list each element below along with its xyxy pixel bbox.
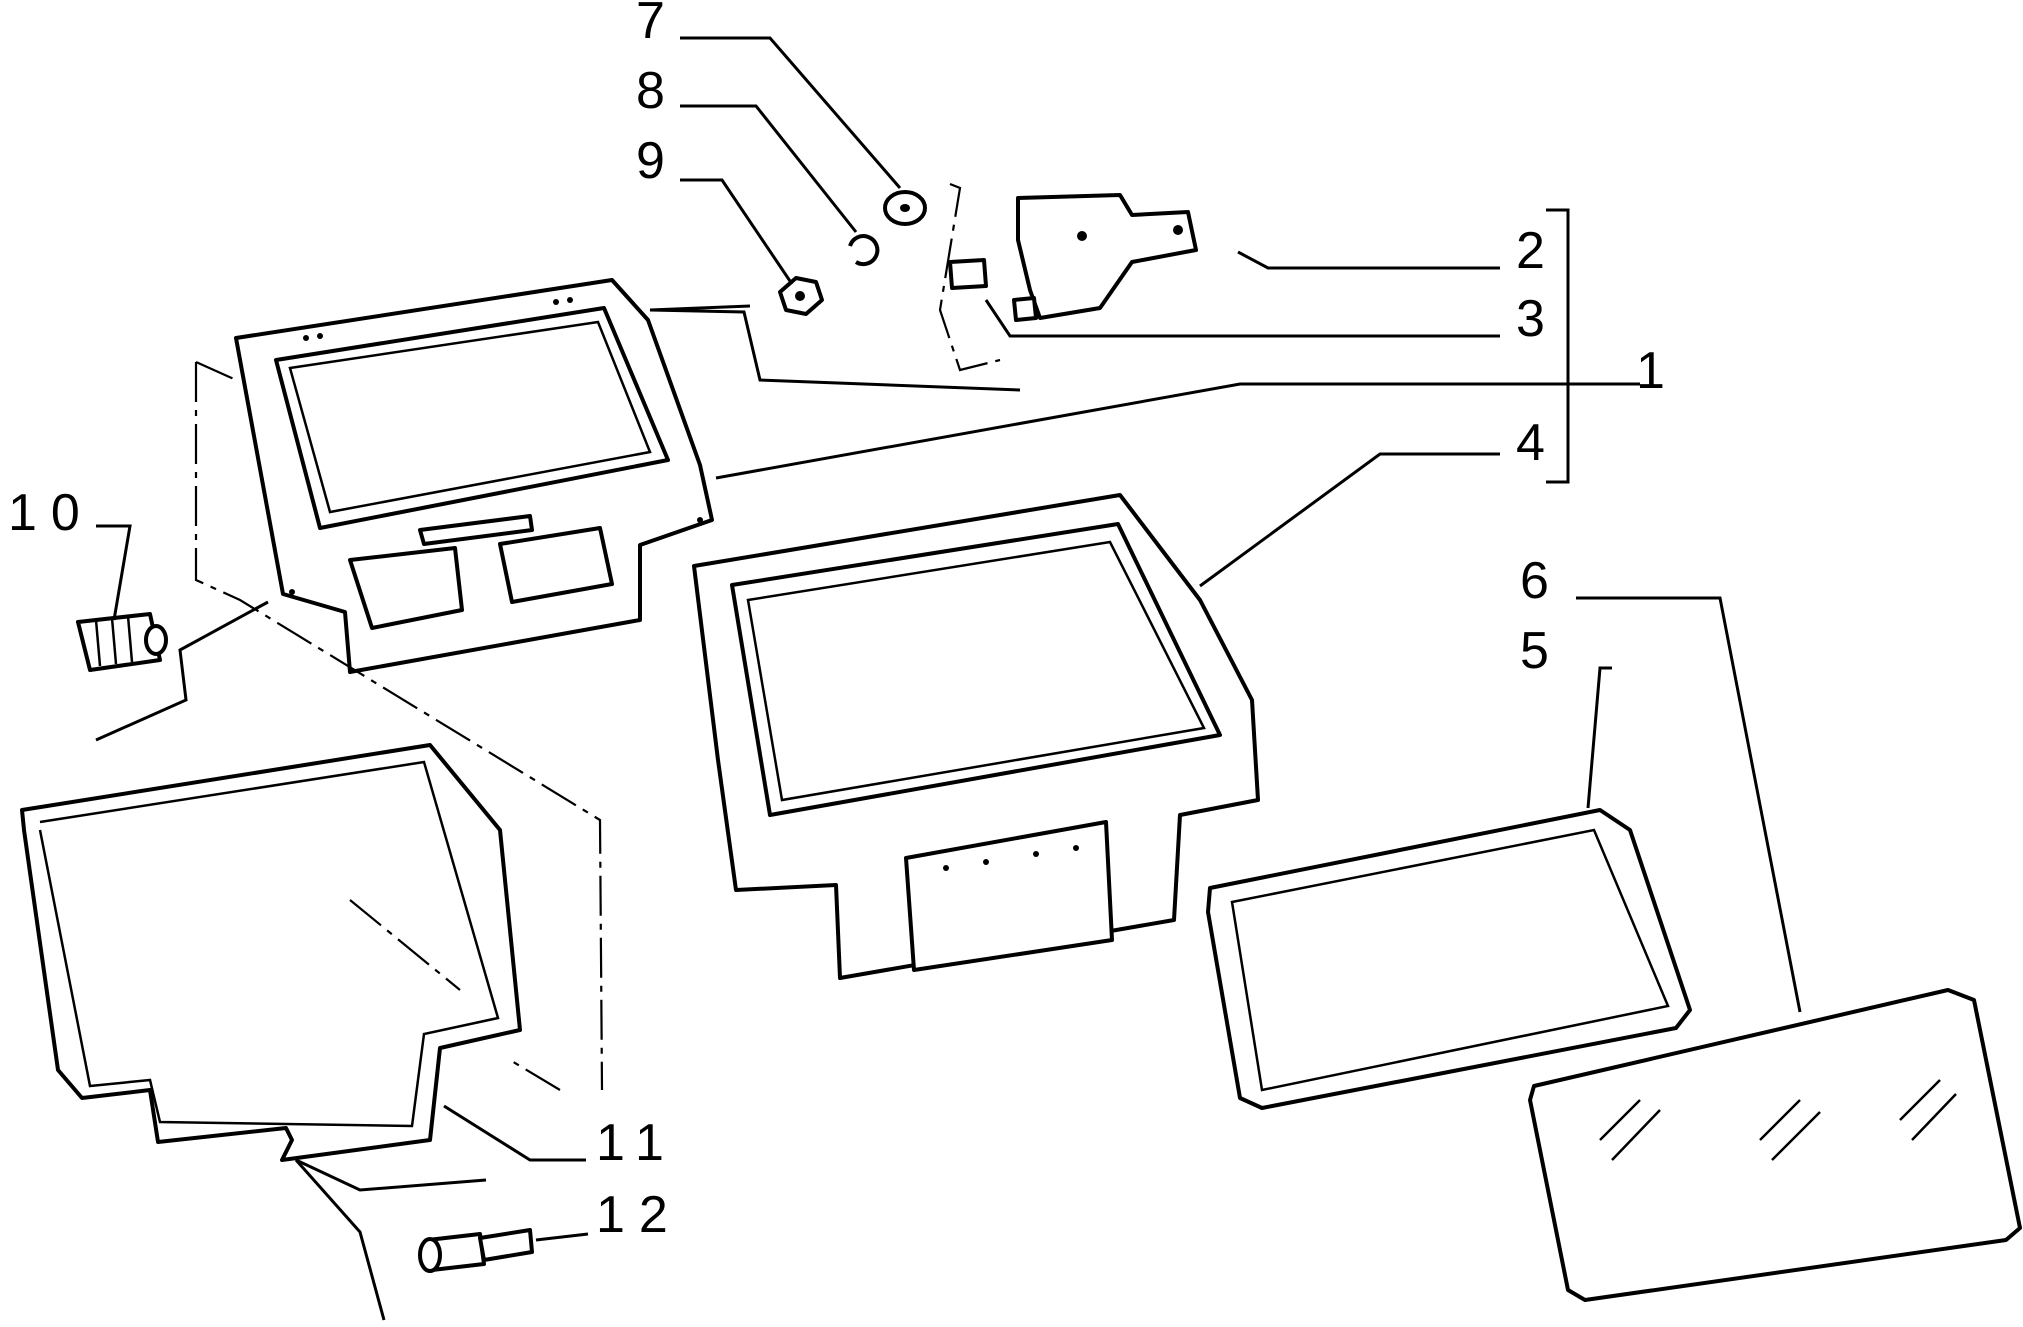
callout-8: 8 [636, 62, 679, 120]
tailgate-outer-shell [692, 493, 1260, 980]
leader-lines [95, 36, 1802, 1321]
callout-7: 7 [636, 0, 679, 50]
rear-window-glass [1528, 988, 2022, 1302]
callout-3: 3 [1516, 290, 1559, 348]
perimeter-seal [20, 743, 522, 1162]
rubber-buffer [76, 612, 168, 672]
callout-1: 1 [1636, 342, 1679, 400]
tailgate-inner-panel [234, 278, 714, 674]
callout-10: 10 [8, 484, 94, 542]
alignment-lines [194, 182, 1001, 1091]
callout-2: 2 [1516, 222, 1559, 280]
nut [778, 276, 824, 316]
hinge-assembly [948, 193, 1198, 322]
spring-washer [848, 234, 880, 267]
stud-pin [418, 1228, 534, 1273]
callout-12: 12 [596, 1186, 682, 1244]
callout-6: 6 [1520, 552, 1563, 610]
callout-11: 11 [596, 1114, 678, 1172]
callout-4: 4 [1516, 414, 1559, 472]
callout-5: 5 [1520, 622, 1563, 680]
washer [883, 190, 927, 226]
window-seal [1206, 808, 1692, 1110]
callout-9: 9 [636, 132, 679, 190]
